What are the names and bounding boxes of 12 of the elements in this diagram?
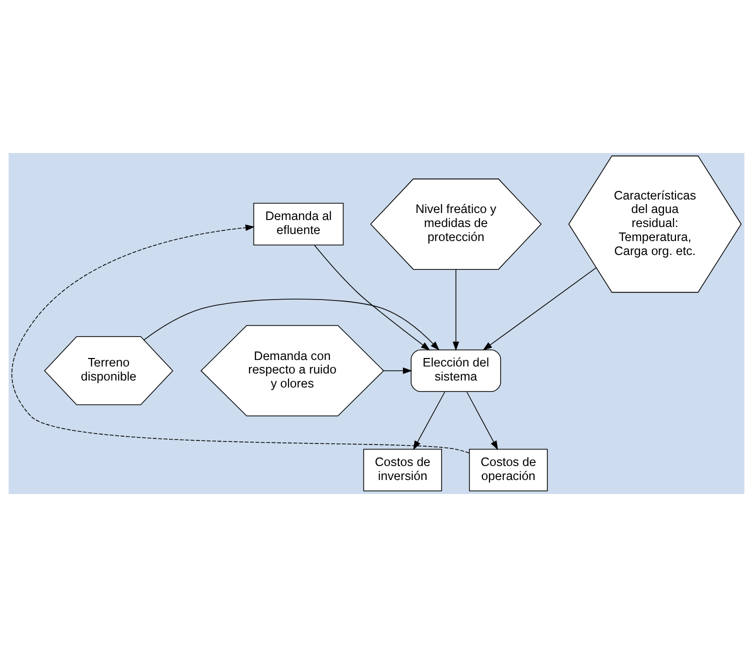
- node-box: Demanda al efluente: [253, 202, 344, 245]
- node-box: Costos de inversión: [363, 448, 442, 491]
- arrow: [452, 268, 460, 350]
- arrow: [11, 224, 470, 453]
- arrow: [413, 390, 446, 450]
- arrow: [482, 266, 596, 350]
- node-box: Costos de operación: [469, 448, 548, 491]
- arrow: [314, 244, 430, 350]
- arrow: [466, 390, 498, 450]
- node-box: Elección del sistema: [410, 349, 502, 392]
- arrow: [383, 366, 412, 374]
- arrow: [144, 298, 440, 350]
